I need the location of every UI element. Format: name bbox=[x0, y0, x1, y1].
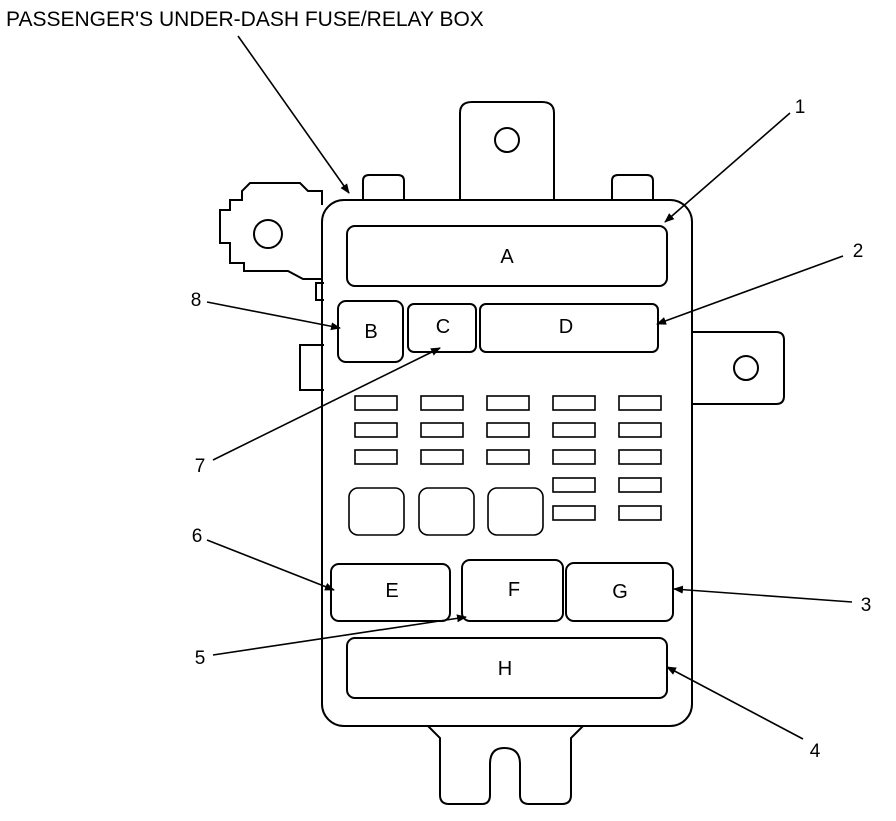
connector-d bbox=[479, 303, 659, 353]
top-tab-hole bbox=[494, 127, 520, 153]
fuse-slot bbox=[552, 505, 596, 521]
connector-c bbox=[407, 303, 477, 353]
connector-g-label: G bbox=[612, 581, 628, 603]
fuse-slot bbox=[354, 422, 398, 438]
connector-b bbox=[337, 300, 404, 363]
connector-e bbox=[330, 563, 451, 622]
connector-g bbox=[565, 562, 674, 622]
fuse-slot bbox=[354, 449, 398, 465]
fuse-slot bbox=[486, 395, 530, 411]
fuse-grid bbox=[348, 395, 662, 536]
fuse-slot bbox=[552, 477, 596, 493]
fuse-slot bbox=[420, 449, 464, 465]
callout-8-leader bbox=[206, 301, 341, 331]
connector-d-label: D bbox=[559, 316, 573, 338]
bottom-bracket bbox=[427, 725, 584, 805]
fuse-slot bbox=[618, 477, 662, 493]
connector-a-label: A bbox=[500, 246, 514, 268]
title-leader bbox=[237, 35, 350, 194]
fuse-slot bbox=[354, 395, 398, 411]
fuse-slot bbox=[552, 449, 596, 465]
callout-6-leader bbox=[206, 539, 335, 591]
fuse-slot bbox=[486, 449, 530, 465]
callout-4: 4 bbox=[810, 741, 821, 762]
right-tab-hole bbox=[733, 355, 759, 381]
connector-a bbox=[346, 225, 668, 287]
callout-4-leader bbox=[666, 666, 804, 740]
fuse-slot bbox=[618, 449, 662, 465]
callout-1-leader bbox=[664, 112, 791, 223]
left-stub-lower bbox=[299, 344, 324, 391]
fuse-slot bbox=[420, 395, 464, 411]
relay-slot bbox=[348, 487, 405, 536]
fuse-slot bbox=[618, 395, 662, 411]
fuse-slot bbox=[420, 422, 464, 438]
callout-2-leader bbox=[656, 255, 844, 325]
right-mounting-tab bbox=[692, 331, 785, 405]
fuse-slot bbox=[552, 395, 596, 411]
connector-b-label: B bbox=[364, 321, 377, 343]
connector-f bbox=[461, 559, 564, 622]
fuse-slot bbox=[618, 422, 662, 438]
connector-f-label: F bbox=[508, 579, 520, 601]
relay-slot bbox=[487, 487, 544, 536]
fuse-slot bbox=[552, 422, 596, 438]
left-bracket-hole bbox=[253, 219, 283, 249]
callout-2: 2 bbox=[853, 241, 864, 262]
connector-e-label: E bbox=[385, 580, 398, 602]
callout-5: 5 bbox=[195, 648, 206, 669]
connector-c-label: C bbox=[436, 316, 450, 338]
callout-1: 1 bbox=[795, 97, 806, 118]
left-bracket bbox=[219, 182, 323, 280]
fuse-slot bbox=[486, 422, 530, 438]
connector-h-label: H bbox=[498, 658, 512, 680]
callout-3: 3 bbox=[861, 595, 872, 616]
relay-slot bbox=[418, 487, 475, 536]
top-mounting-tab bbox=[459, 101, 555, 200]
left-stub-upper bbox=[315, 282, 324, 301]
top-clip-right bbox=[611, 174, 654, 200]
fuse-box-body bbox=[321, 199, 693, 727]
callout-7: 7 bbox=[195, 456, 206, 477]
diagram-title: PASSENGER'S UNDER-DASH FUSE/RELAY BOX bbox=[6, 8, 484, 31]
fuse-slot bbox=[618, 505, 662, 521]
callout-5-leader bbox=[212, 614, 467, 656]
callout-6: 6 bbox=[192, 526, 203, 547]
callout-7-leader bbox=[212, 347, 441, 461]
top-clip-left bbox=[362, 174, 405, 200]
callout-3-leader bbox=[673, 585, 853, 603]
callout-8: 8 bbox=[191, 290, 202, 311]
